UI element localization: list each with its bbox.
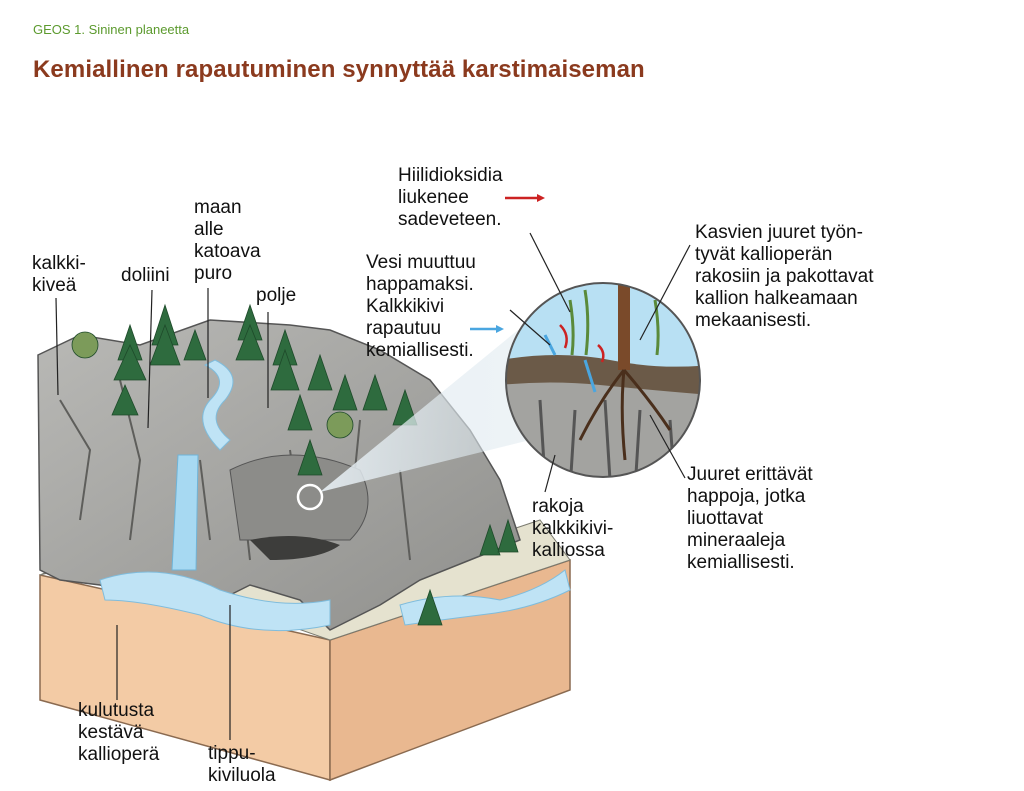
leader-lines [55,232,691,740]
label-polje: polje [256,285,297,306]
magnifier-target [296,483,324,511]
forest [71,303,519,626]
water-arrow-icon [470,325,504,333]
label-doliini: doliini [121,265,170,286]
magnifier-beam [320,330,530,492]
magnified-inset [505,282,701,478]
label-kalkkikivea: kalkki-kiveä [32,253,86,296]
series-title: GEOS 1. Sininen planeetta [33,22,190,37]
page-title: Kemiallinen rapautuminen synnyttää karst… [33,56,645,83]
water [99,359,571,632]
label-tippukiviluola: tippu-kiviluola [208,743,276,786]
co2-arrow-icon [505,194,545,202]
